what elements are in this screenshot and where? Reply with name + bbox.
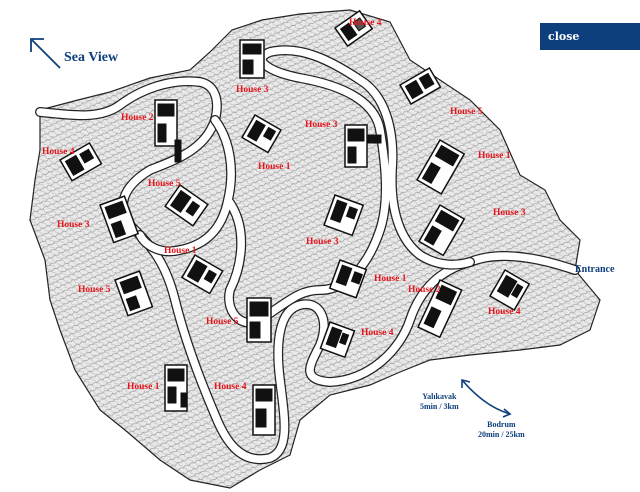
roads (35, 45, 580, 465)
house-label[interactable]: House 5 (450, 107, 483, 117)
close-button[interactable]: close (540, 23, 640, 50)
buildings (58, 9, 531, 436)
house-label[interactable]: House 3 (305, 120, 338, 130)
house-label[interactable]: House 4 (214, 382, 247, 392)
house-label[interactable]: House 1 (258, 162, 291, 172)
yalikavak-name: Yalıkavak (422, 392, 457, 401)
direction-arrow-icon (461, 378, 512, 418)
bodrum-label: Bodrum 20min / 25km (478, 420, 525, 440)
yalikavak-label: Yalıkavak 5min / 3km (420, 392, 459, 412)
house-label[interactable]: House 1 (478, 151, 511, 161)
house-label[interactable]: House 4 (42, 147, 75, 157)
house-label[interactable]: House 3 (236, 85, 269, 95)
house-label[interactable]: House 1 (374, 274, 407, 284)
yalikavak-time: 5min / 3km (420, 402, 459, 411)
house-label[interactable]: House 3 (57, 220, 90, 230)
house-label[interactable]: House 1 (127, 382, 160, 392)
house-label[interactable]: House 2 (121, 113, 154, 123)
bodrum-name: Bodrum (487, 420, 516, 429)
house-label[interactable]: House 3 (306, 237, 339, 247)
bodrum-time: 20min / 25km (478, 430, 525, 439)
entrance-label: Entrance (575, 264, 615, 275)
house-label[interactable]: House 5 (78, 285, 111, 295)
house-label[interactable]: House 4 (349, 18, 382, 28)
house-label[interactable]: House 2 (408, 285, 441, 295)
house-label[interactable]: House 5 (148, 179, 181, 189)
sea-view-arrow-icon (30, 38, 61, 69)
house-label[interactable]: House 1 (164, 246, 197, 256)
house-label[interactable]: House 4 (488, 307, 521, 317)
sea-view-label: Sea View (64, 50, 119, 65)
house-label[interactable]: House 5 (206, 317, 239, 327)
house-label[interactable]: House 4 (361, 328, 394, 338)
house-label[interactable]: House 3 (493, 208, 526, 218)
